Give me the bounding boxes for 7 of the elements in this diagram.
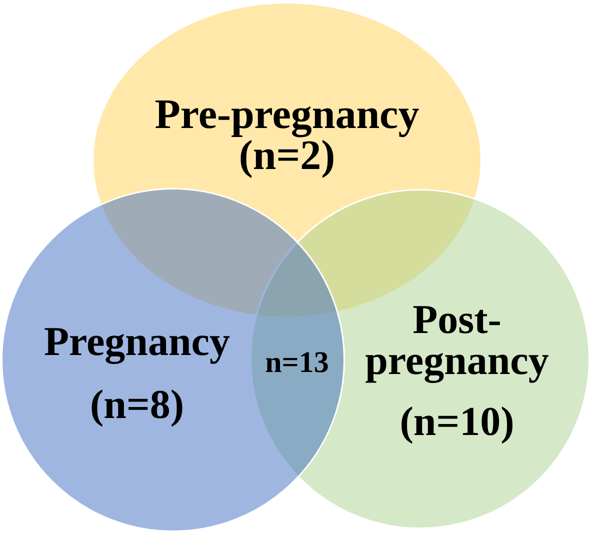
- set-label: Pre-pregnancy: [154, 94, 420, 136]
- count-label: (n=10): [398, 401, 516, 442]
- count-label: (n=8): [89, 384, 185, 425]
- venn-circle: [1, 188, 345, 532]
- overlap-count-label: n=13: [264, 348, 330, 378]
- set-label: Post-pregnancy: [364, 299, 550, 381]
- set-label: Pregnancy: [42, 321, 231, 362]
